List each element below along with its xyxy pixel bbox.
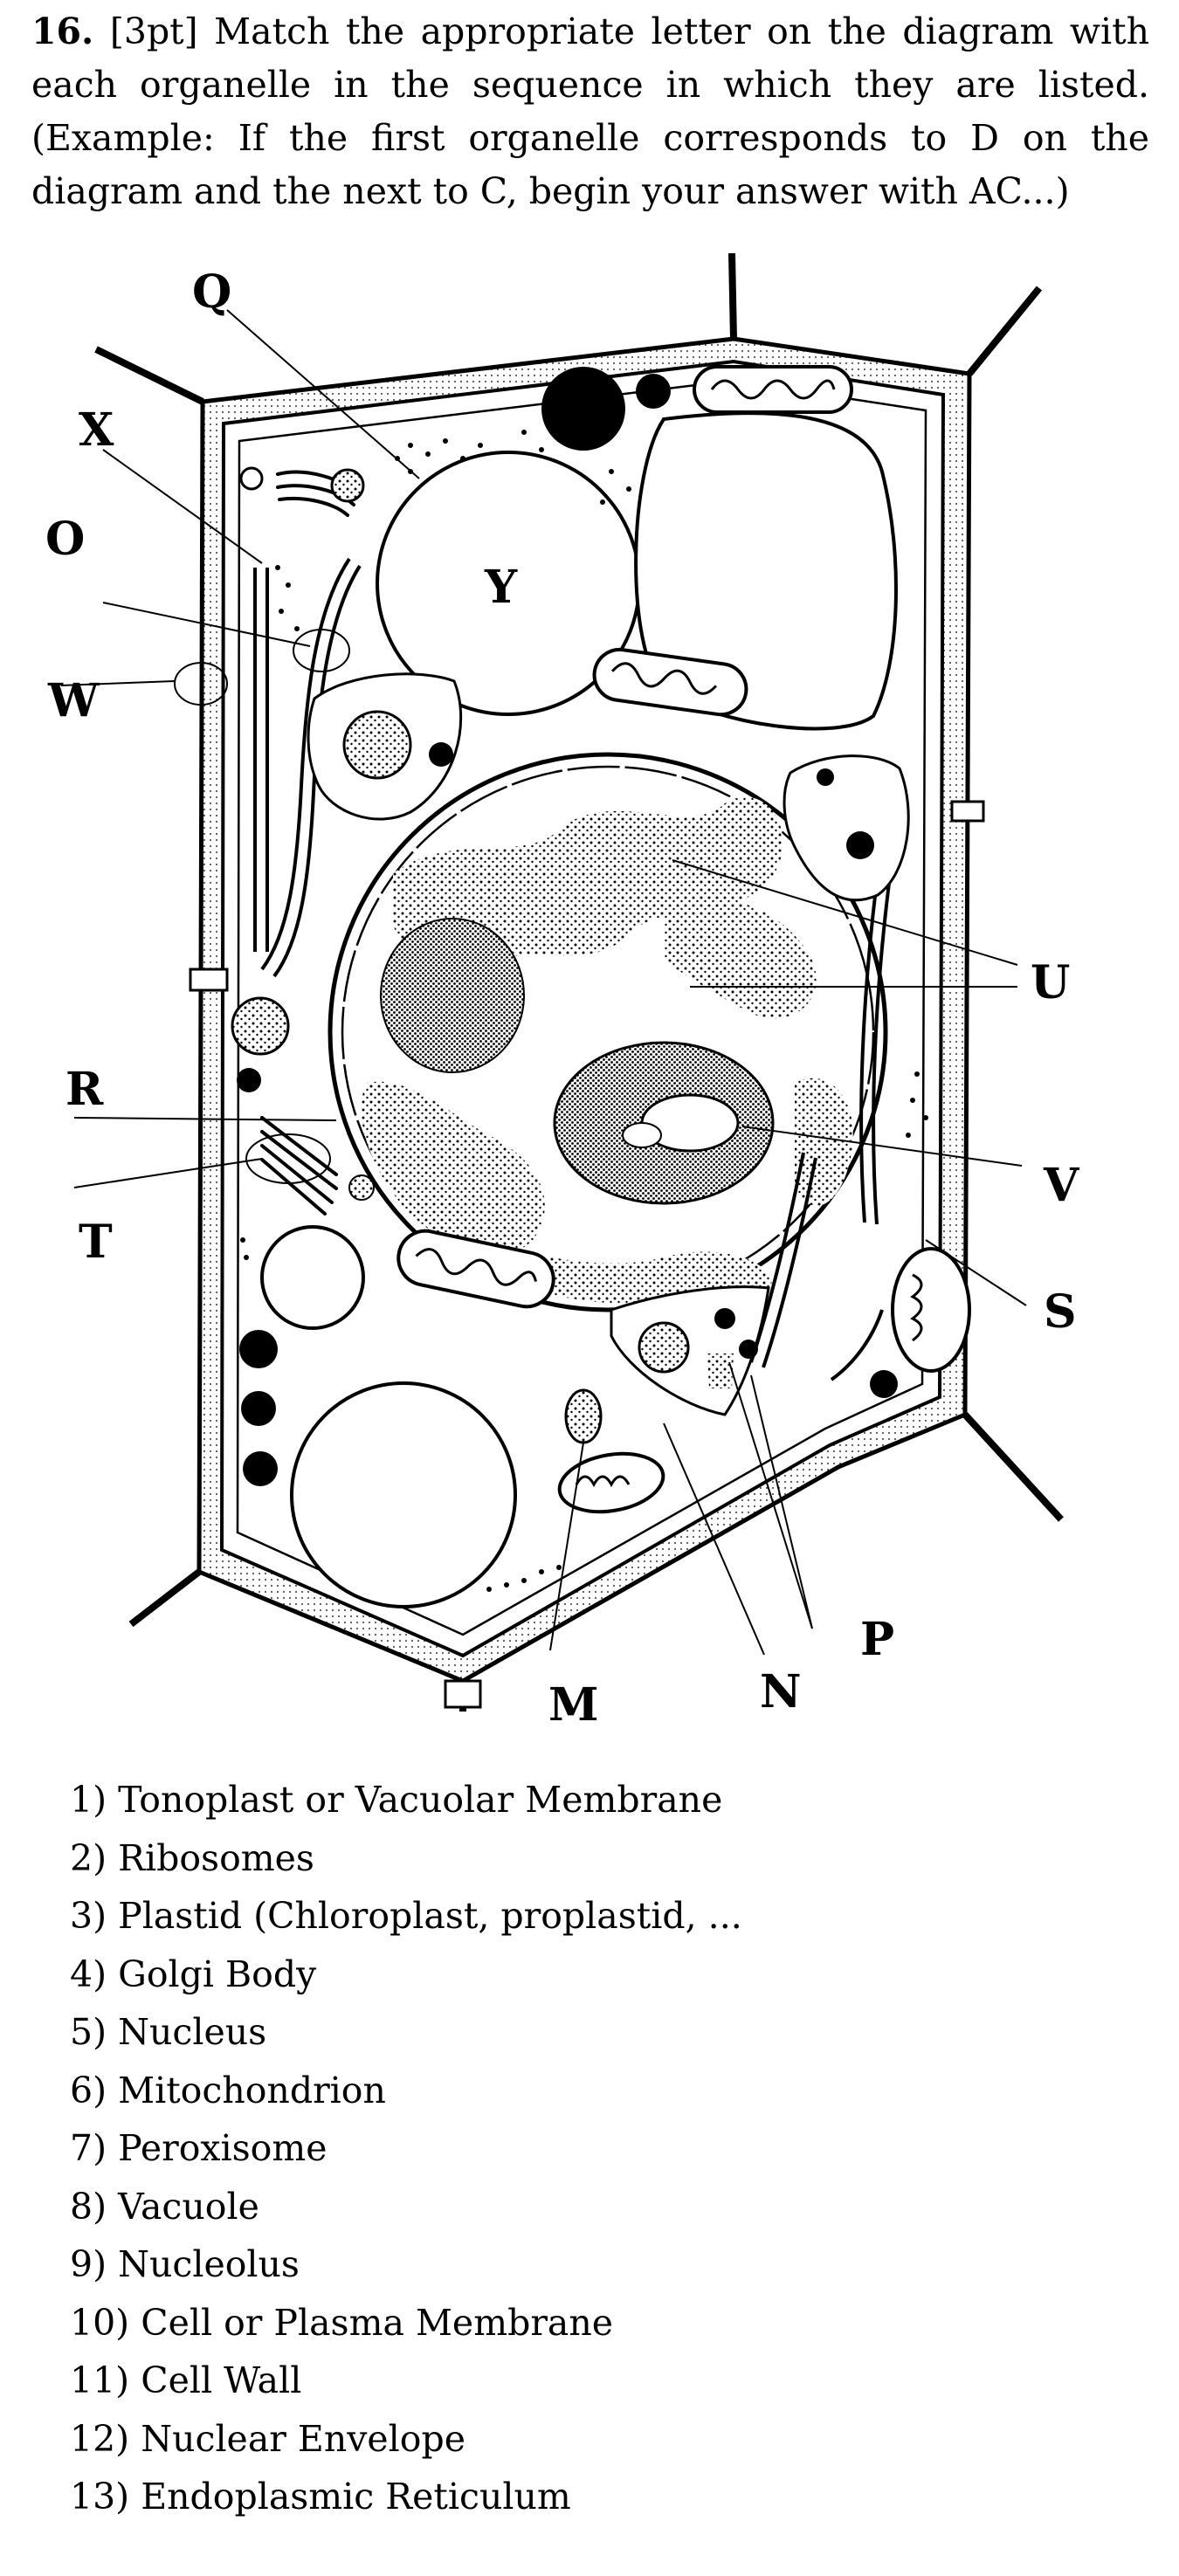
organelle-item: 13) Endoplasmic Reticulum bbox=[70, 2476, 571, 2517]
organelle-item: 11) Cell Wall bbox=[70, 2359, 302, 2401]
label-y: Y bbox=[484, 561, 518, 614]
plastid bbox=[610, 1285, 770, 1416]
plasmodesma bbox=[444, 1679, 482, 1709]
label-o: O bbox=[45, 513, 85, 566]
organelle-item: 7) Peroxisome bbox=[70, 2127, 328, 2169]
mitochondrion bbox=[891, 1247, 971, 1373]
golgi-body bbox=[260, 1116, 338, 1216]
vacuole bbox=[634, 411, 898, 731]
organelle-item: 12) Nuclear Envelope bbox=[70, 2417, 465, 2460]
mitochondrion bbox=[557, 1451, 665, 1514]
label-q: Q bbox=[192, 265, 231, 319]
label-t: T bbox=[79, 1216, 113, 1269]
mitochondrion bbox=[693, 365, 853, 414]
organelle-item: 10) Cell or Plasma Membrane bbox=[70, 2301, 614, 2344]
label-n: N bbox=[760, 1665, 802, 1718]
organelle-list: 1) Tonoplast or Vacuolar Membrane 2) Rib… bbox=[70, 1771, 742, 2526]
vacuole bbox=[290, 1381, 517, 1608]
question-number: 16. bbox=[31, 10, 94, 52]
peroxisome bbox=[231, 367, 898, 1486]
label-r: R bbox=[66, 1063, 104, 1116]
question-text: 16. [3pt] Match the appropriate letter o… bbox=[31, 5, 1149, 218]
plasmodesma bbox=[189, 968, 229, 992]
organelle-item: 5) Nucleus bbox=[70, 2011, 267, 2053]
question-body: [3pt] Match the appropriate letter on th… bbox=[31, 10, 1149, 212]
organelle-item: 4) Golgi Body bbox=[70, 1953, 317, 1995]
plastid bbox=[307, 672, 463, 821]
organelle-item: 1) Tonoplast or Vacuolar Membrane bbox=[70, 1779, 723, 1821]
organelle-item: 8) Vacuole bbox=[70, 2185, 259, 2228]
label-w: W bbox=[47, 674, 100, 727]
plant-cell-diagram: Q X O W Y U R V T S P N M bbox=[45, 253, 1080, 1732]
label-u: U bbox=[1031, 956, 1070, 1009]
ribosomes bbox=[240, 430, 928, 1592]
label-m: M bbox=[548, 1678, 599, 1732]
mitochondrion bbox=[396, 1229, 555, 1309]
label-v: V bbox=[1043, 1159, 1080, 1212]
vacuole bbox=[260, 1225, 365, 1330]
organelle-item: 6) Mitochondrion bbox=[70, 2069, 386, 2111]
plastid bbox=[783, 754, 910, 902]
organelle-item: 2) Ribosomes bbox=[70, 1836, 314, 1879]
plasmodesma bbox=[950, 800, 985, 823]
organelle-item: 9) Nucleolus bbox=[70, 2243, 300, 2285]
label-s: S bbox=[1044, 1285, 1077, 1339]
mitochondrion bbox=[564, 1388, 603, 1444]
label-p: P bbox=[860, 1613, 894, 1666]
label-x: X bbox=[79, 403, 114, 457]
mitochondrion bbox=[592, 647, 748, 717]
organelle-item: 3) Plastid (Chloroplast, proplastid, ... bbox=[70, 1895, 742, 1937]
leader-lines bbox=[60, 309, 1027, 1656]
nucleolus bbox=[553, 1041, 775, 1205]
